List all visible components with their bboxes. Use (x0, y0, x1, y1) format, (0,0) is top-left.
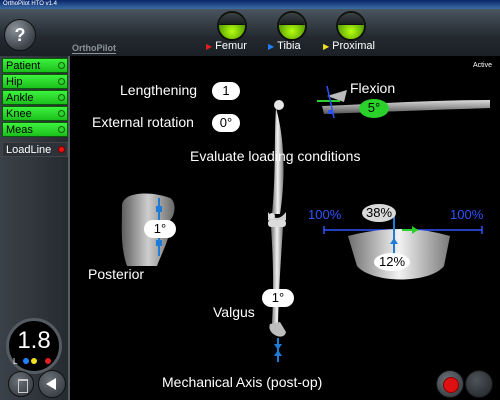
posterior-label: Posterior (88, 266, 145, 282)
tracking-gauge: 1.8 L (6, 318, 62, 374)
proximal-marker-icon: ▶ (323, 42, 330, 51)
lengthening-label: Lengthening (120, 82, 198, 98)
sidebar-item-loadline[interactable]: LoadLine (2, 142, 68, 157)
proximal-segment-label: ▶Proximal (323, 40, 375, 52)
trash-button[interactable] (8, 371, 34, 397)
help-button[interactable]: ? (4, 19, 36, 51)
proximal-status-lamp (336, 11, 366, 41)
knee-marker (269, 213, 275, 219)
yellow-indicator-icon (31, 358, 37, 364)
next-button[interactable] (465, 370, 493, 398)
window-title: OrthoPilot HTO v1.4 (3, 1, 57, 7)
right-percent: 100% (450, 207, 484, 222)
status-dot-icon (58, 78, 65, 85)
femur-marker-icon: ▶ (206, 42, 213, 51)
posterior-value: 1° (144, 220, 176, 238)
lengthening-value: 1 (212, 82, 240, 100)
sidebar-item-hip[interactable]: Hip (2, 74, 68, 89)
gauge-side-label: L (13, 357, 18, 366)
window-title-bar: OrthoPilot HTO v1.4 (0, 0, 500, 9)
main-viewport: Active (72, 56, 500, 400)
red-indicator-icon (45, 358, 51, 364)
status-dot-icon (58, 94, 65, 101)
back-button[interactable] (38, 370, 66, 398)
record-button[interactable] (436, 370, 464, 398)
axial-plateau (323, 214, 483, 280)
sidebar-item-knee[interactable]: Knee (2, 106, 68, 121)
load-percent: 38% (362, 204, 396, 222)
navigation-sidebar: Patient Hip Ankle Knee Meas LoadLine 1.8… (0, 56, 70, 400)
sidebar-item-ankle[interactable]: Ankle (2, 90, 68, 105)
tibia-status-lamp (277, 11, 307, 41)
left-percent: 100% (308, 207, 342, 222)
sidebar-item-meas[interactable]: Meas (2, 122, 68, 137)
instruction-text: Evaluate loading conditions (190, 148, 361, 164)
depth-percent: 12% (374, 253, 410, 271)
tibia-segment-label: ▶Tibia (268, 40, 301, 52)
tibia-marker-icon: ▶ (268, 42, 275, 51)
gauge-value: 1.8 (17, 327, 51, 354)
tibia-bone (268, 220, 286, 362)
top-toolbar: ? OrthoPilot ▶Femur ▶Tibia ▶Proximal (0, 9, 500, 56)
external-rotation-value: 0° (212, 114, 240, 132)
status-label: Active (472, 62, 492, 69)
status-dot-icon (58, 126, 65, 133)
flexion-value: 5° (359, 99, 389, 118)
mechanical-axis-label: Mechanical Axis (post-op) (162, 374, 323, 390)
blue-indicator-icon (23, 358, 29, 364)
sagittal-leg (317, 85, 490, 119)
valgus-label: Valgus (213, 304, 255, 320)
sidebar-item-patient[interactable]: Patient (2, 58, 68, 73)
flexion-label: Flexion (350, 80, 396, 96)
valgus-value: 1° (262, 289, 294, 307)
bone-model-graphic (121, 85, 490, 362)
status-dot-icon (58, 146, 65, 153)
external-rotation-label: External rotation (92, 114, 194, 130)
orthopilot-logo: OrthoPilot (72, 43, 116, 54)
status-dot-icon (58, 62, 65, 69)
femur-status-lamp (217, 11, 247, 41)
femur-segment-label: ▶Femur (206, 40, 247, 52)
status-dot-icon (58, 110, 65, 117)
